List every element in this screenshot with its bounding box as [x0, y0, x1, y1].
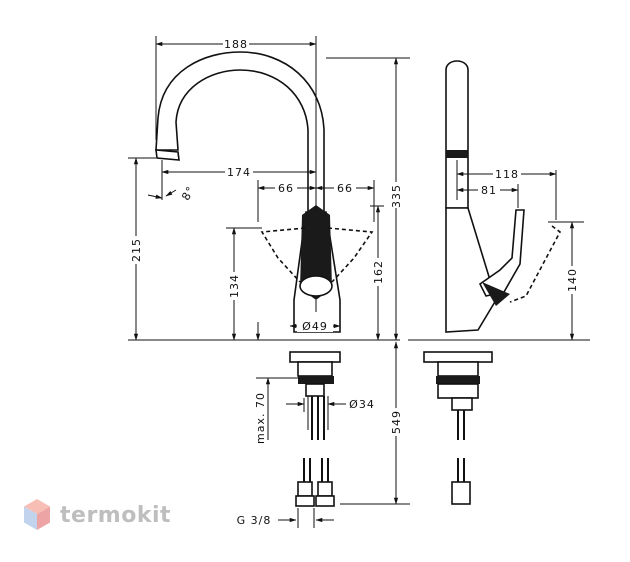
front-shank — [305, 383, 325, 397]
side-view — [408, 60, 590, 505]
front-lever-swing-left — [260, 227, 306, 283]
front-view — [128, 36, 400, 507]
front-aerator — [155, 149, 180, 161]
front-lever — [300, 205, 332, 300]
side-shank — [451, 397, 473, 411]
front-threaded-ring — [298, 376, 334, 384]
side-threaded-ring — [436, 376, 480, 384]
front-lever-swing-right — [327, 227, 374, 283]
front-lever-ring — [299, 275, 333, 297]
side-hose-fitting — [451, 481, 471, 505]
dim-g38: G 3/8 — [237, 514, 272, 527]
dim-335: 335 — [390, 184, 403, 208]
front-hose-fitting-left — [297, 481, 313, 497]
dim-215: 215 — [130, 238, 143, 262]
dim-angle: 8° — [179, 184, 198, 203]
dimension-lines — [128, 36, 584, 528]
side-spout — [445, 60, 469, 209]
side-aerator-band — [446, 150, 468, 158]
side-lever — [478, 209, 525, 297]
dim-66-right: 66 — [337, 182, 353, 195]
dim-140: 140 — [566, 268, 579, 292]
termokit-logo-icon — [24, 499, 50, 530]
dim-134: 134 — [228, 274, 241, 298]
dim-188: 188 — [224, 38, 248, 51]
dimension-labels: 188 174 8° 66 66 335 215 134 162 Ø49 549… — [129, 37, 579, 527]
side-mount-plate — [423, 351, 493, 363]
dim-49: Ø49 — [302, 320, 328, 333]
dim-34: Ø34 — [349, 398, 375, 411]
side-lever-swing — [509, 225, 562, 303]
front-mount-plate — [289, 351, 341, 363]
dim-81: 81 — [481, 184, 497, 197]
dim-66-left: 66 — [278, 182, 294, 195]
watermark-text: termokit — [60, 502, 172, 528]
dim-max70: max. 70 — [254, 392, 267, 444]
front-hose-fitting-right — [317, 481, 333, 497]
front-mount-nut — [297, 361, 333, 377]
termokit-watermark: termokit — [22, 498, 171, 532]
dim-162: 162 — [372, 260, 385, 284]
dim-118: 118 — [495, 168, 519, 181]
front-spout — [155, 51, 325, 216]
dim-174: 174 — [227, 166, 251, 179]
dim-549: 549 — [390, 410, 403, 434]
side-body — [445, 207, 497, 333]
